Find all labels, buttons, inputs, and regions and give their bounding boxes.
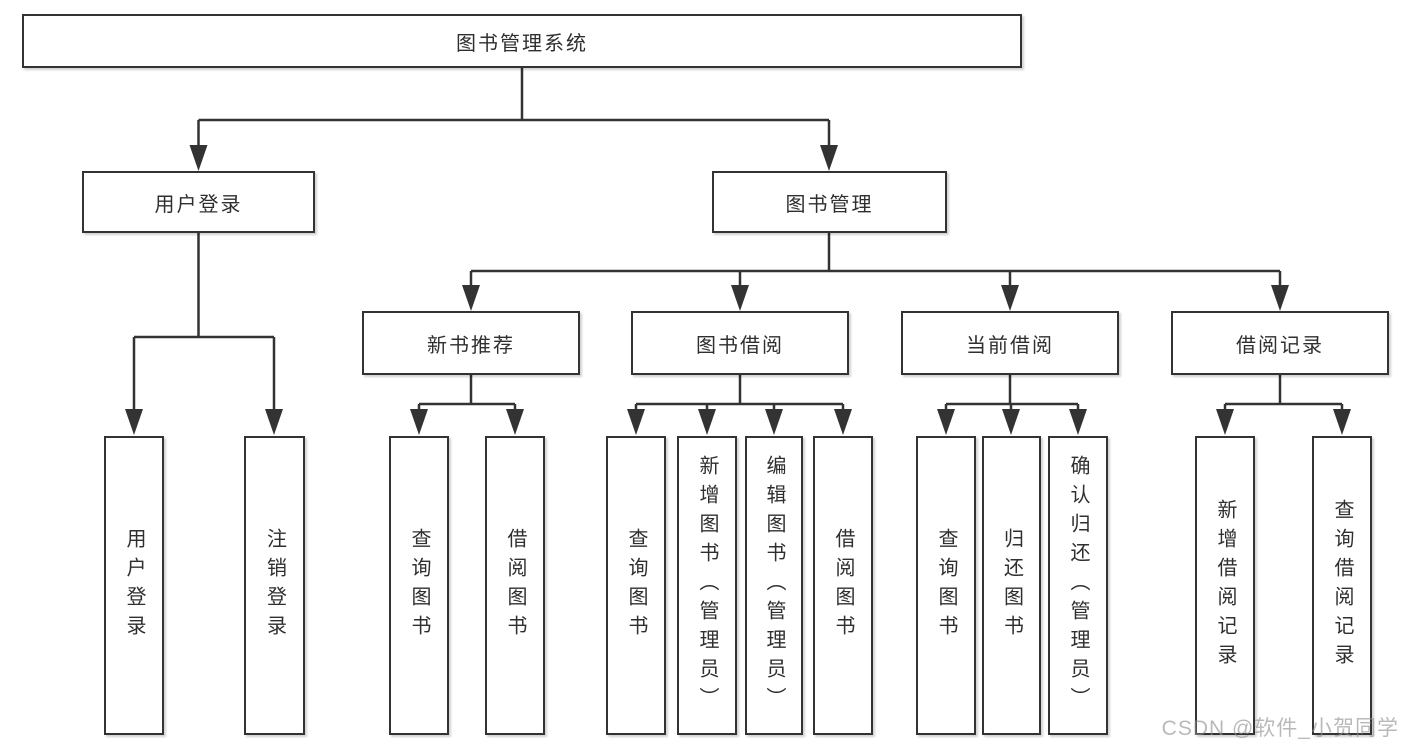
leaf-add-borrow-record: 新增借阅记录 (1195, 436, 1255, 735)
node-label: 图书管理 (785, 193, 874, 216)
leaf-label: 查询图书 (625, 527, 647, 644)
leaf-borrow-books-recommend: 借阅图书 (485, 436, 545, 735)
leaf-return-books: 归还图书 (982, 436, 1041, 735)
node-new-book-recommend: 新书推荐 (362, 311, 580, 375)
csdn-watermark: CSDN @软件_小贺同学 (1161, 717, 1399, 740)
leaf-label: 新增图书（管理员） (696, 455, 718, 716)
node-book-borrowing: 图书借阅 (631, 311, 849, 375)
leaf-query-borrow-record: 查询借阅记录 (1312, 436, 1372, 735)
leaf-edit-book-admin: 编辑图书（管理员） (745, 436, 803, 735)
node-label: 图书管理系统 (456, 32, 588, 55)
connector-lines (132, 68, 1344, 430)
leaf-label: 新增借阅记录 (1214, 498, 1236, 673)
leaf-label: 编辑图书（管理员） (763, 455, 785, 716)
leaf-label: 借阅图书 (504, 527, 526, 644)
node-current-borrowing: 当前借阅 (901, 311, 1119, 375)
leaf-borrow-books-borrowing: 借阅图书 (813, 436, 873, 735)
leaf-query-books-borrowing: 查询图书 (606, 436, 666, 735)
node-label: 新书推荐 (427, 334, 515, 357)
leaf-label: 用户登录 (123, 527, 145, 644)
leaf-query-books-recommend: 查询图书 (389, 436, 449, 735)
node-library-system: 图书管理系统 (22, 14, 1022, 68)
leaf-label: 注销登录 (263, 527, 286, 644)
leaf-user-login: 用户登录 (104, 436, 164, 735)
node-label: 用户登录 (154, 193, 243, 216)
node-user-login: 用户登录 (82, 171, 315, 233)
node-label: 借阅记录 (1236, 334, 1324, 357)
leaf-label: 归还图书 (1000, 527, 1023, 644)
leaf-label: 借阅图书 (832, 527, 854, 644)
leaf-query-books-current: 查询图书 (916, 436, 976, 735)
leaf-label: 查询图书 (935, 527, 957, 644)
leaf-add-book-admin: 新增图书（管理员） (677, 436, 737, 735)
arrow-down-icons (125, 145, 1351, 435)
leaf-label: 查询图书 (408, 527, 430, 644)
leaf-label: 确认归还（管理员） (1067, 455, 1089, 716)
node-label: 图书借阅 (696, 334, 784, 357)
node-book-management: 图书管理 (712, 171, 947, 233)
leaf-logout: 注销登录 (244, 436, 305, 735)
node-label: 当前借阅 (966, 334, 1054, 357)
node-borrowing-records: 借阅记录 (1171, 311, 1389, 375)
leaf-label: 查询借阅记录 (1331, 498, 1353, 673)
leaf-confirm-return-admin: 确认归还（管理员） (1048, 436, 1108, 735)
